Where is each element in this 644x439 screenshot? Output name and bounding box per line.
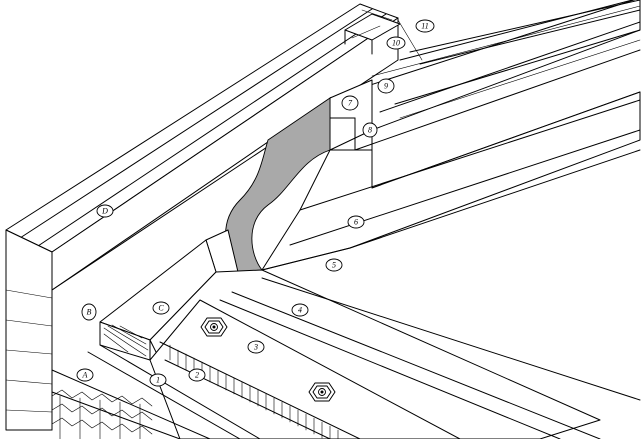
callout-C: C bbox=[152, 301, 170, 315]
svg-text:D: D bbox=[101, 207, 108, 216]
svg-text:A: A bbox=[82, 371, 88, 380]
roof-layers bbox=[51, 269, 641, 439]
svg-text:2: 2 bbox=[195, 371, 199, 380]
cant-strip bbox=[99, 229, 239, 361]
callout-B: B bbox=[81, 303, 97, 321]
callout-1: 1 bbox=[149, 373, 167, 387]
svg-text:B: B bbox=[87, 308, 92, 317]
svg-text:5: 5 bbox=[332, 261, 336, 270]
callout-5: 5 bbox=[325, 258, 343, 272]
callout-8: 8 bbox=[362, 122, 378, 138]
svg-text:4: 4 bbox=[298, 306, 302, 315]
svg-text:6: 6 bbox=[354, 218, 358, 227]
fastener-washer-2 bbox=[308, 382, 336, 402]
callout-10: 10 bbox=[386, 36, 406, 50]
svg-text:10: 10 bbox=[392, 39, 400, 48]
callout-7: 7 bbox=[341, 95, 359, 111]
callout-2: 2 bbox=[188, 368, 206, 382]
callout-9: 9 bbox=[377, 78, 395, 94]
callout-4: 4 bbox=[291, 303, 309, 317]
svg-text:7: 7 bbox=[348, 99, 353, 108]
callout-11: 11 bbox=[415, 19, 435, 33]
callout-3: 3 bbox=[247, 340, 265, 354]
cap-flashing bbox=[329, 0, 641, 189]
callout-6: 6 bbox=[347, 215, 365, 229]
svg-text:3: 3 bbox=[253, 343, 258, 352]
svg-text:1: 1 bbox=[156, 376, 160, 385]
svg-text:C: C bbox=[158, 304, 164, 313]
fastener-washer-1 bbox=[200, 317, 228, 337]
callout-A: A bbox=[76, 368, 94, 382]
callout-D: D bbox=[96, 204, 114, 218]
svg-text:9: 9 bbox=[384, 82, 388, 91]
svg-text:8: 8 bbox=[368, 126, 372, 135]
svg-text:11: 11 bbox=[421, 22, 428, 31]
parapet-beam bbox=[5, 3, 399, 431]
